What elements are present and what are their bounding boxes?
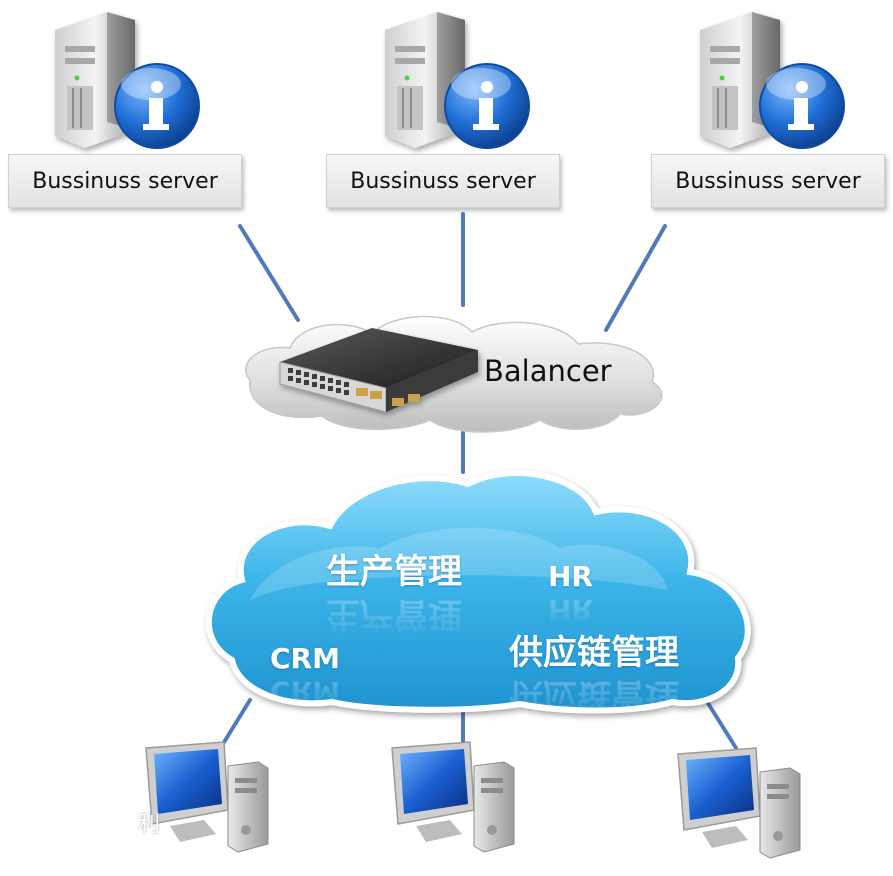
client-computer-1 — [145, 741, 269, 853]
desktop-computer-icon — [391, 741, 515, 853]
server-label: Bussinuss server — [651, 154, 885, 208]
info-icon — [759, 63, 845, 149]
info-icon — [114, 63, 200, 149]
server-label: Bussinuss server — [8, 154, 242, 208]
client-computer-3 — [677, 747, 801, 859]
application-cloud — [205, 470, 751, 714]
server-1 — [55, 12, 200, 149]
network-switch-icon — [279, 328, 478, 413]
info-icon — [444, 63, 530, 149]
client-computer-2 — [391, 741, 515, 853]
cloud-label-production: 生产管理 生产管理 — [326, 544, 462, 634]
cloud-label-hr: HR HR — [548, 560, 593, 626]
cloud-label-crm: CRM CRM — [270, 642, 340, 708]
cloud-label-supply-chain: 供应链管理 供应链管理 — [509, 625, 679, 715]
server-label-text: Bussinuss server — [350, 168, 536, 194]
desktop-computer-icon — [677, 747, 801, 859]
server-label: Bussinuss server — [326, 154, 560, 208]
link-cloud-client3 — [704, 698, 738, 750]
label-reflection: HR — [548, 593, 593, 626]
watermark-text: 利 — [138, 812, 161, 837]
balancer-label: Balancer — [484, 354, 612, 388]
label-reflection: 供应链管理 — [509, 675, 679, 715]
link-server3-balancer — [604, 224, 667, 332]
label-reflection: 生产管理 — [326, 594, 462, 634]
server-tower-icon — [385, 12, 465, 148]
desktop-computer-icon — [145, 741, 269, 853]
link-server1-balancer — [238, 224, 300, 322]
server-2 — [385, 12, 530, 149]
label-reflection: CRM — [270, 675, 340, 708]
server-label-text: Bussinuss server — [32, 168, 218, 194]
server-3 — [700, 12, 845, 149]
server-label-text: Bussinuss server — [675, 168, 861, 194]
